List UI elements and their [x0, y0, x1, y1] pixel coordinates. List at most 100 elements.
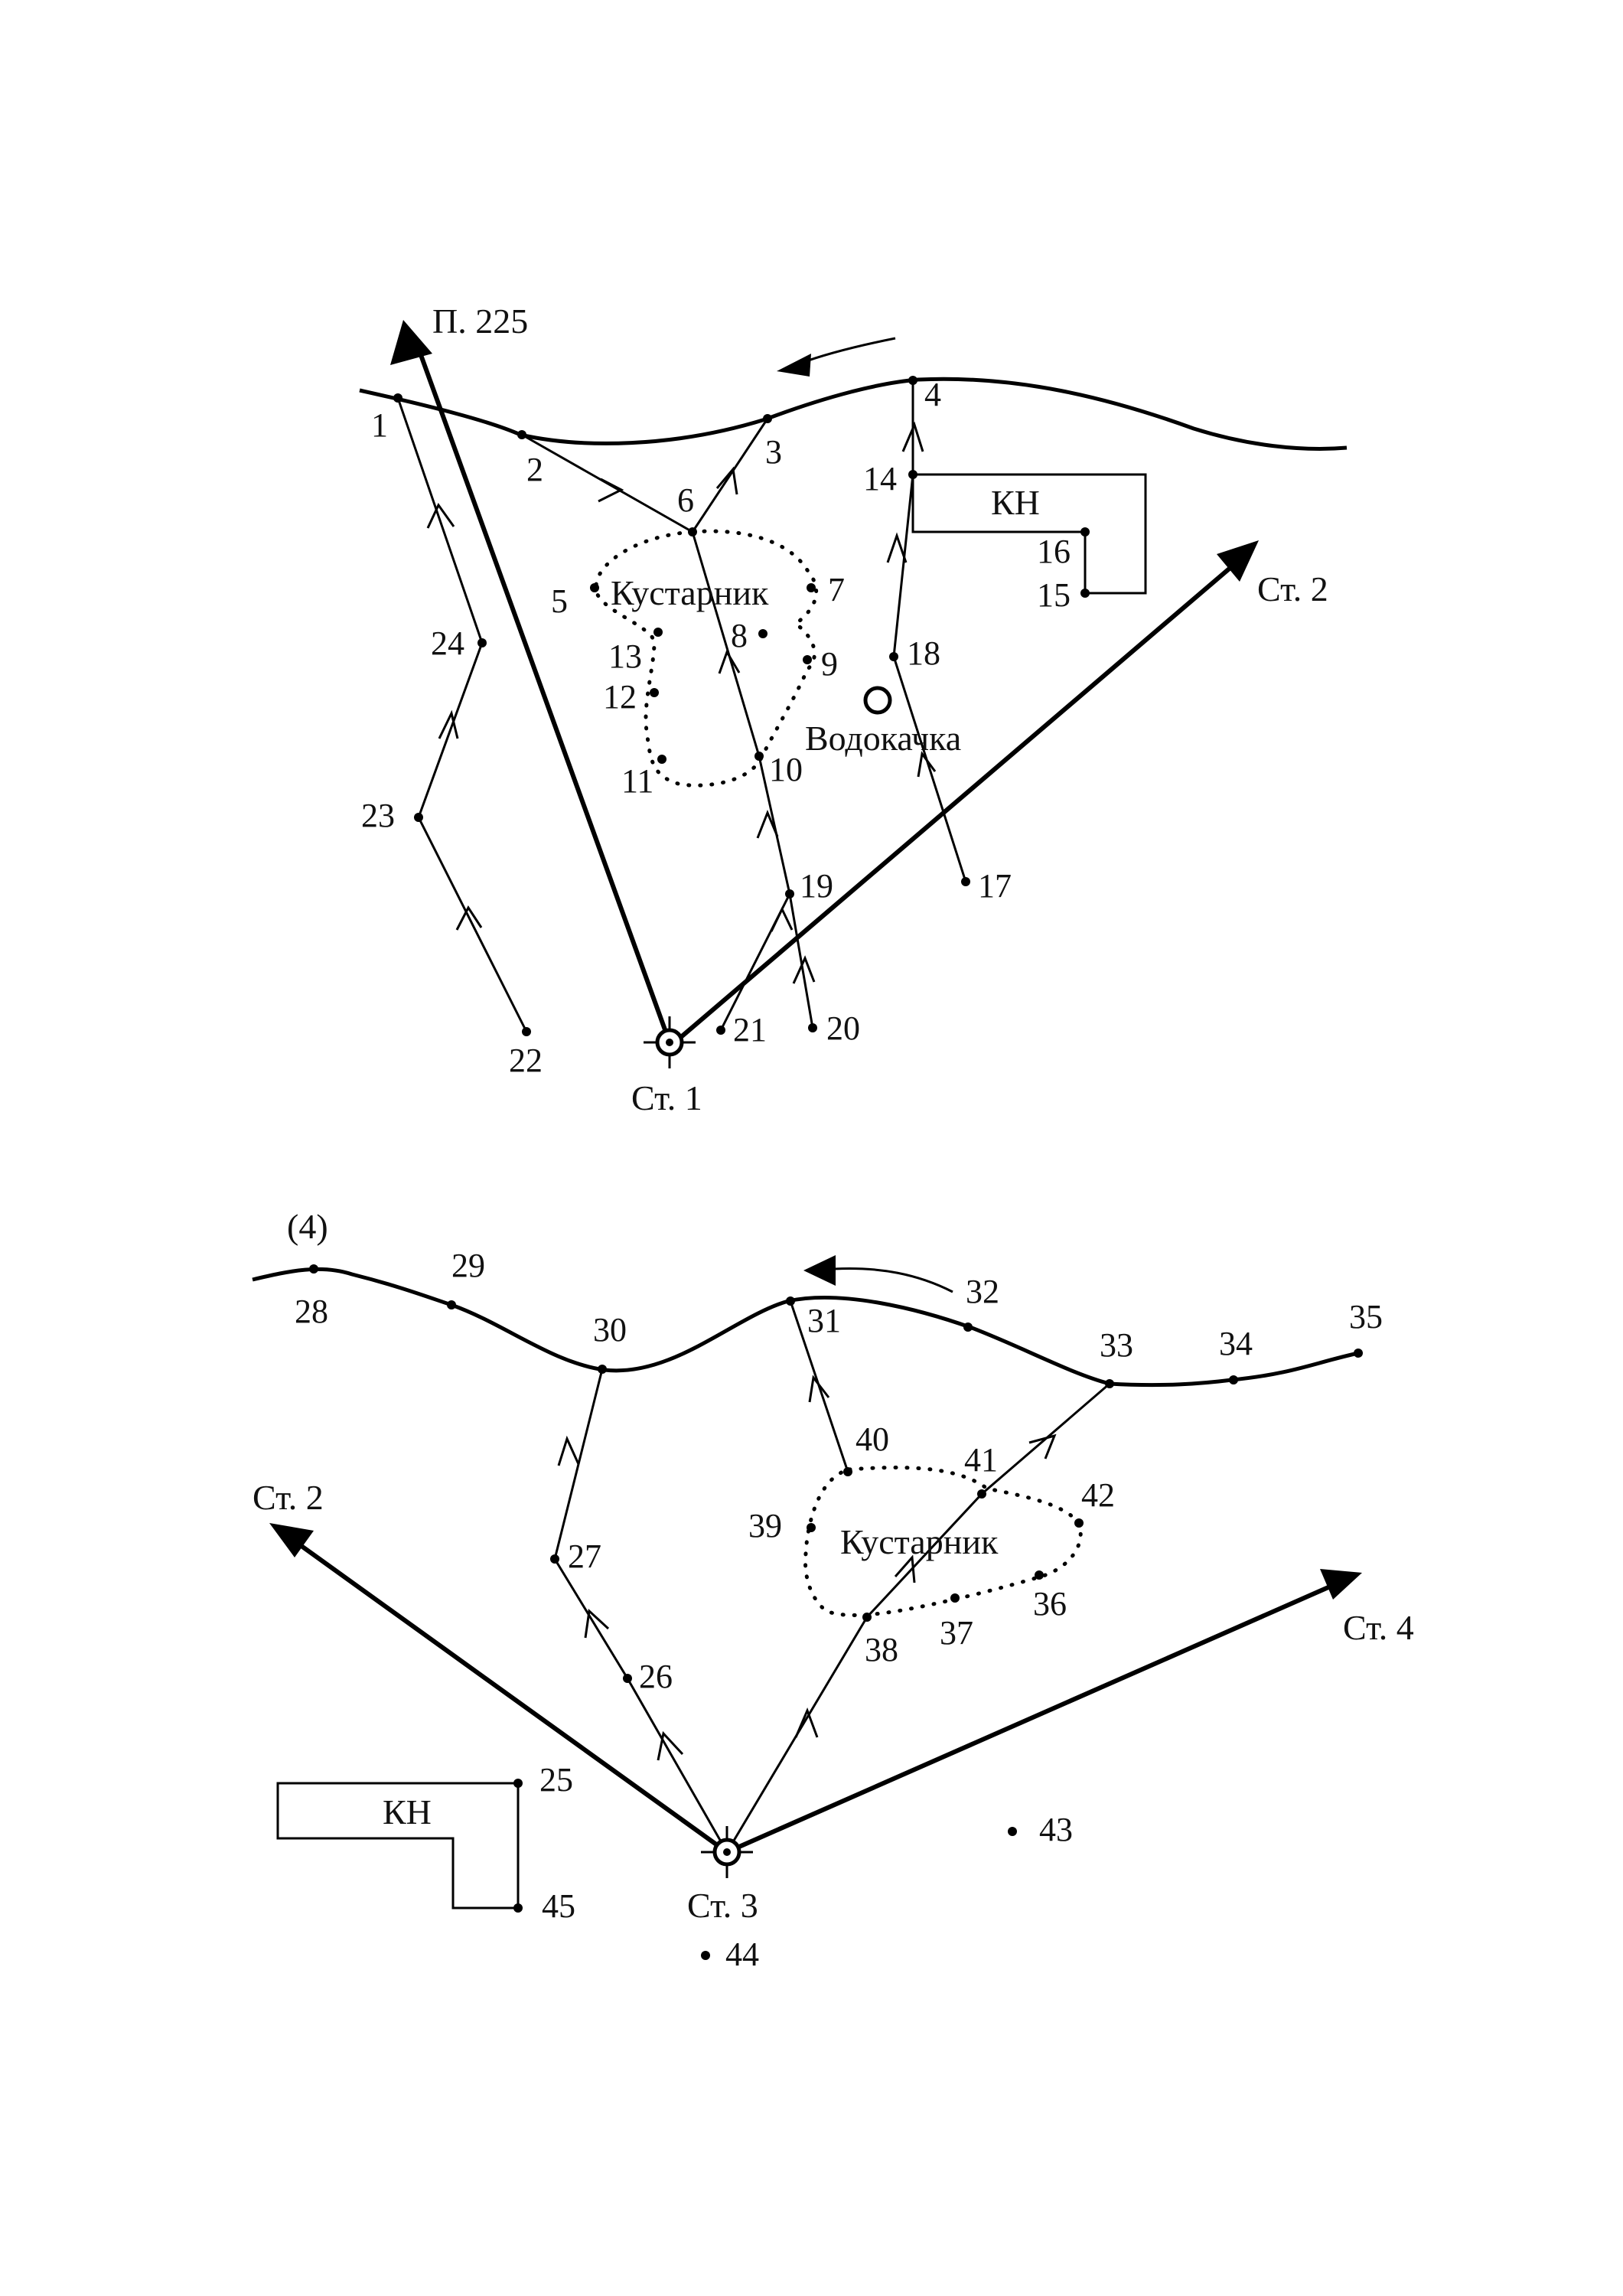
- survey-point: [908, 376, 917, 385]
- survey-point: [1008, 1827, 1017, 1836]
- direction-line-p225: [415, 343, 672, 1044]
- sheet-number: (4): [287, 1207, 328, 1246]
- survey-point: [807, 583, 816, 592]
- survey-point: [1035, 1570, 1044, 1580]
- direction-chevrons: [426, 421, 937, 984]
- shrub-label: Кустарник: [840, 1522, 999, 1561]
- point-label: 43: [1039, 1811, 1073, 1848]
- point-label: 9: [821, 645, 838, 683]
- shrub-contour: [594, 529, 819, 788]
- direction-arrowhead-st2: [1217, 540, 1259, 582]
- survey-point: [650, 688, 659, 697]
- point-label: 39: [748, 1507, 782, 1544]
- point-labels-sheet1: 1 2 3 4 5 6 7 8 9 10 11 12 13 14 15 16 1…: [361, 376, 1071, 1079]
- survey-point: [807, 1523, 816, 1532]
- point-label: 37: [940, 1614, 973, 1652]
- point-label: 2: [526, 451, 543, 488]
- survey-point: [1080, 589, 1090, 598]
- survey-point: [550, 1554, 559, 1564]
- survey-point: [889, 652, 898, 661]
- direction-line-st4: [725, 1582, 1337, 1854]
- building-label: КН: [383, 1792, 432, 1831]
- survey-points-sheet1: [393, 376, 1090, 1036]
- survey-points-sheet2: [309, 1264, 1363, 1960]
- point-label: 41: [964, 1441, 998, 1479]
- point-label: 28: [295, 1293, 328, 1330]
- survey-point: [977, 1489, 986, 1499]
- point-label: 10: [769, 751, 803, 788]
- shrub-label: Кустарник: [611, 573, 769, 612]
- survey-point: [786, 1296, 795, 1306]
- point-label: 20: [826, 1009, 860, 1047]
- point-label: 31: [807, 1302, 841, 1339]
- point-label: 27: [568, 1538, 601, 1575]
- traverse-1-24-23-22: [396, 397, 528, 1032]
- point-label: 16: [1037, 533, 1071, 570]
- survey-point: [808, 1023, 817, 1032]
- traverse-6-10-19-20: [691, 531, 814, 1029]
- survey-point: [1229, 1375, 1238, 1384]
- survey-point: [908, 470, 917, 479]
- point-label: 30: [593, 1311, 627, 1349]
- direction-label-st2: Ст. 2: [1257, 569, 1328, 608]
- point-label: 6: [677, 481, 694, 519]
- point-label: 29: [451, 1247, 485, 1284]
- point-label: 42: [1081, 1476, 1115, 1514]
- survey-point: [1080, 527, 1090, 536]
- survey-point: [701, 1951, 710, 1960]
- flow-arrowhead: [777, 354, 811, 377]
- direction-arrowhead-st4: [1320, 1569, 1362, 1600]
- point-label: 1: [371, 406, 388, 444]
- survey-point: [598, 1365, 607, 1374]
- point-label: 25: [539, 1761, 573, 1799]
- river-line: [252, 1267, 1359, 1388]
- point-label: 36: [1033, 1585, 1067, 1623]
- direction-label-st2: Ст. 2: [253, 1478, 324, 1517]
- direction-label-p225: П. 225: [432, 302, 528, 341]
- survey-point: [590, 583, 599, 592]
- survey-point: [513, 1903, 523, 1913]
- survey-point: [785, 889, 794, 899]
- point-label: 7: [828, 571, 845, 608]
- station-1-symbol: [644, 1016, 696, 1068]
- survey-point: [1105, 1379, 1114, 1388]
- direction-arrowhead-st2: [269, 1523, 314, 1557]
- direction-chevrons: [557, 1375, 1057, 1761]
- station-label-st1: Ст. 1: [631, 1078, 702, 1117]
- survey-point: [843, 1467, 852, 1476]
- point-label: 5: [551, 582, 568, 620]
- survey-point: [688, 527, 697, 536]
- survey-point: [758, 629, 768, 638]
- point-label: 15: [1037, 576, 1071, 614]
- point-label: 12: [603, 678, 637, 716]
- survey-point: [862, 1613, 872, 1622]
- point-label: 18: [907, 634, 940, 672]
- pump-station-label: Водокачка: [805, 719, 961, 758]
- point-label: 4: [924, 376, 941, 413]
- survey-point: [414, 813, 423, 822]
- building-label: КН: [991, 483, 1040, 522]
- station-3-symbol: [701, 1826, 753, 1878]
- point-label: 35: [1349, 1298, 1383, 1336]
- point-labels-sheet2: 25 26 27 28 29 30 31 32 33 34 35 36 37 3…: [295, 1247, 1383, 1973]
- point-label: 17: [978, 867, 1012, 905]
- sheet-2: (4): [252, 1207, 1414, 1973]
- traverse-4-14-18-17: [892, 380, 967, 882]
- survey-point: [1354, 1349, 1363, 1358]
- survey-point: [716, 1026, 725, 1035]
- survey-point: [803, 655, 812, 664]
- survey-point: [477, 638, 487, 647]
- point-label: 45: [542, 1887, 575, 1925]
- traverse-3-6: [691, 418, 769, 533]
- traverse-st3-26-27-30: [553, 1368, 728, 1853]
- survey-point: [393, 393, 402, 403]
- survey-point: [1074, 1518, 1084, 1528]
- survey-point: [522, 1027, 531, 1036]
- direction-arrowhead-p225: [390, 320, 432, 365]
- survey-point: [963, 1322, 973, 1332]
- flow-arrow: [799, 337, 896, 365]
- pump-station-icon: [863, 686, 892, 715]
- flow-arrowhead: [803, 1255, 836, 1286]
- direction-line-st2: [680, 564, 1234, 1039]
